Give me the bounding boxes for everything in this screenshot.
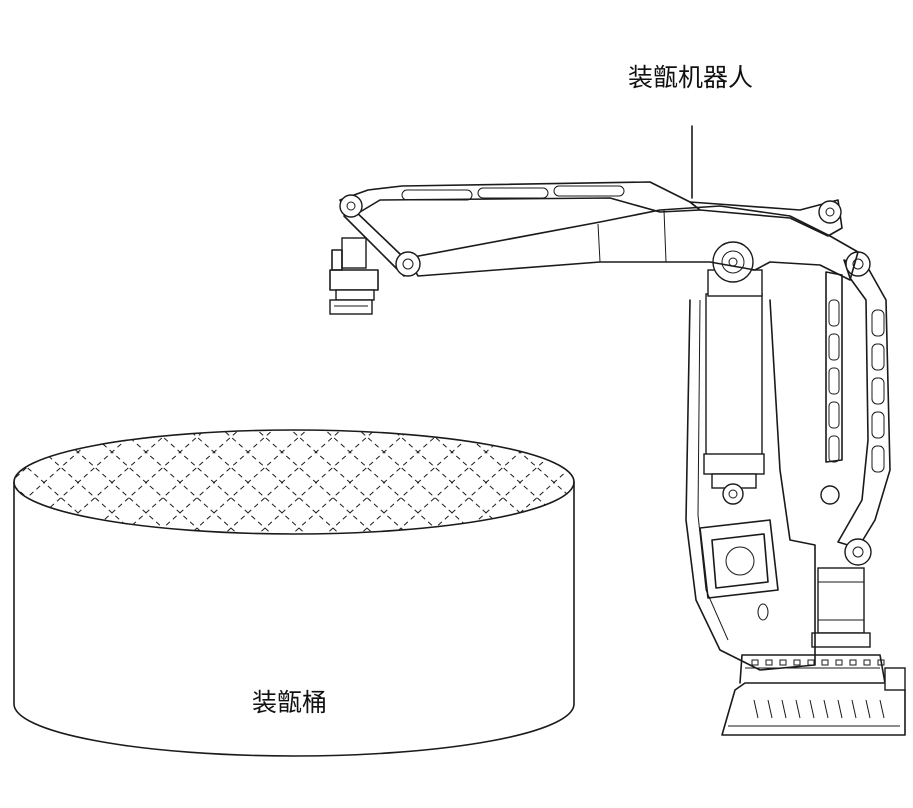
robot-wrist-joint — [699, 519, 779, 621]
tank-body-outline — [13, 481, 575, 757]
robot-upper-link — [339, 181, 843, 237]
robot-base — [721, 654, 906, 736]
robot-column — [685, 299, 816, 671]
tank-material-grid — [14, 430, 574, 534]
robot — [329, 125, 906, 736]
robot-rear-link — [820, 251, 891, 566]
robot-cylinder — [703, 293, 765, 505]
tank-top-rim — [13, 429, 575, 535]
robot-main-arm — [407, 205, 859, 281]
robot-label: 装甑机器人 — [628, 63, 754, 92]
robot-end-effector — [329, 194, 421, 315]
robot-shoulder-joint — [707, 241, 763, 297]
tank-label: 装甑桶 — [252, 688, 328, 717]
robot-motor — [811, 567, 871, 648]
